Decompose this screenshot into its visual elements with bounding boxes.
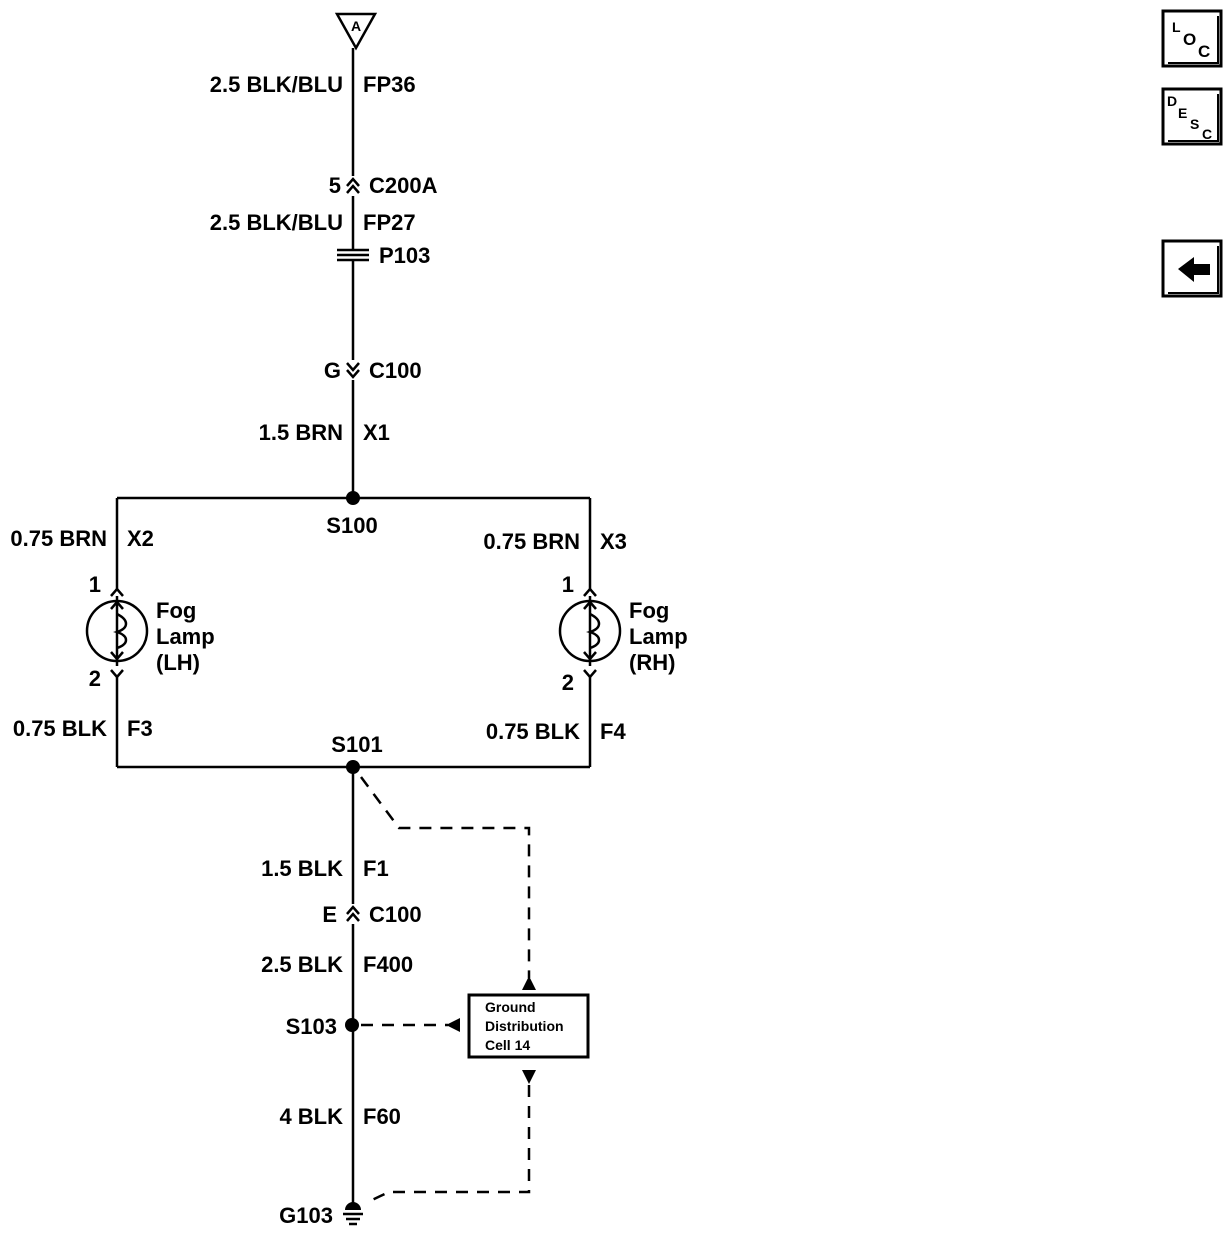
desc-button[interactable]: D E S C xyxy=(1161,87,1223,146)
p103-label: P103 xyxy=(379,243,430,268)
loc-letter-l: L xyxy=(1172,19,1181,35)
lamp-rh-label-3: (RH) xyxy=(629,650,675,675)
c200a-pin: 5 xyxy=(329,173,341,198)
c100-top-pin: G xyxy=(324,358,341,383)
wire-f4-gauge: 0.75 BLK xyxy=(486,719,580,744)
c200a-name: C200A xyxy=(369,173,438,198)
connector-a[interactable]: A xyxy=(334,12,378,51)
wire-f400-circuit: F400 xyxy=(363,952,413,977)
wire-f400-gauge: 2.5 BLK xyxy=(261,952,343,977)
wire-f1-circuit: F1 xyxy=(363,856,389,881)
ground-box-line-3: Cell 14 xyxy=(485,1037,530,1053)
connector-a-label: A xyxy=(351,18,361,34)
loc-letter-o: O xyxy=(1183,30,1196,49)
c100-bottom-pin: E xyxy=(322,902,337,927)
lamp-lh-label-2: Lamp xyxy=(156,624,215,649)
wire-x1-gauge: 1.5 BRN xyxy=(259,420,343,445)
lamp-rh-pin-2: 2 xyxy=(562,670,574,695)
ground-distribution-box[interactable]: Ground Distribution Cell 14 xyxy=(467,993,590,1059)
splice-s100[interactable] xyxy=(346,491,360,505)
wire-f4-circuit: F4 xyxy=(600,719,626,744)
desc-letter-d: D xyxy=(1167,93,1177,109)
lamp-rh-label-2: Lamp xyxy=(629,624,688,649)
back-button[interactable] xyxy=(1161,239,1223,298)
wire-fp27-gauge: 2.5 BLK/BLU xyxy=(210,210,343,235)
lamp-lh-label-1: Fog xyxy=(156,598,196,623)
wire-x3-gauge: 0.75 BRN xyxy=(483,529,580,554)
wire-f3-circuit: F3 xyxy=(127,716,153,741)
ground-distribution-links xyxy=(359,776,536,1202)
lamp-rh-pin-1: 1 xyxy=(562,572,574,597)
wire-f60-circuit: F60 xyxy=(363,1104,401,1129)
connector-c100-bottom[interactable] xyxy=(345,904,361,924)
c100-top-name: C100 xyxy=(369,358,422,383)
ground-g103[interactable] xyxy=(343,1202,363,1226)
loc-button[interactable]: L O C xyxy=(1161,9,1223,68)
wire-fp27-circuit: FP27 xyxy=(363,210,416,235)
wire-f3-gauge: 0.75 BLK xyxy=(13,716,107,741)
g103-label: G103 xyxy=(279,1203,333,1228)
desc-letter-s: S xyxy=(1190,116,1199,132)
lamp-lh-label-3: (LH) xyxy=(156,650,200,675)
left-arrow-icon xyxy=(1178,257,1210,282)
wire-f60-gauge: 4 BLK xyxy=(279,1104,343,1129)
c100-bottom-name: C100 xyxy=(369,902,422,927)
s100-label: S100 xyxy=(326,513,377,538)
lamp-lh-pin-1: 1 xyxy=(89,572,101,597)
lamp-lh-pin-2: 2 xyxy=(89,666,101,691)
desc-letter-c: C xyxy=(1202,126,1212,142)
s103-label: S103 xyxy=(286,1014,337,1039)
loc-letter-c: C xyxy=(1198,42,1210,61)
ground-box-line-1: Ground xyxy=(485,999,536,1015)
wire-x2-circuit: X2 xyxy=(127,526,154,551)
ground-box-line-2: Distribution xyxy=(485,1018,564,1034)
wire-x1-circuit: X1 xyxy=(363,420,390,445)
splice-s101[interactable] xyxy=(346,760,360,774)
s101-label: S101 xyxy=(331,732,382,757)
connector-c200a[interactable] xyxy=(345,176,361,196)
connector-c100-top[interactable] xyxy=(345,360,361,380)
wire-x2-gauge: 0.75 BRN xyxy=(10,526,107,551)
splice-s103[interactable] xyxy=(345,1018,359,1032)
desc-letter-e: E xyxy=(1178,105,1187,121)
lamp-rh-label-1: Fog xyxy=(629,598,669,623)
wire-x3-circuit: X3 xyxy=(600,529,627,554)
wire-fp36-circuit: FP36 xyxy=(363,72,416,97)
fog-lamp-lh[interactable] xyxy=(85,587,149,679)
wire-fp36-gauge: 2.5 BLK/BLU xyxy=(210,72,343,97)
fog-lamp-rh[interactable] xyxy=(558,587,622,679)
wire-f1-gauge: 1.5 BLK xyxy=(261,856,343,881)
pass-through-p103[interactable] xyxy=(337,248,369,262)
